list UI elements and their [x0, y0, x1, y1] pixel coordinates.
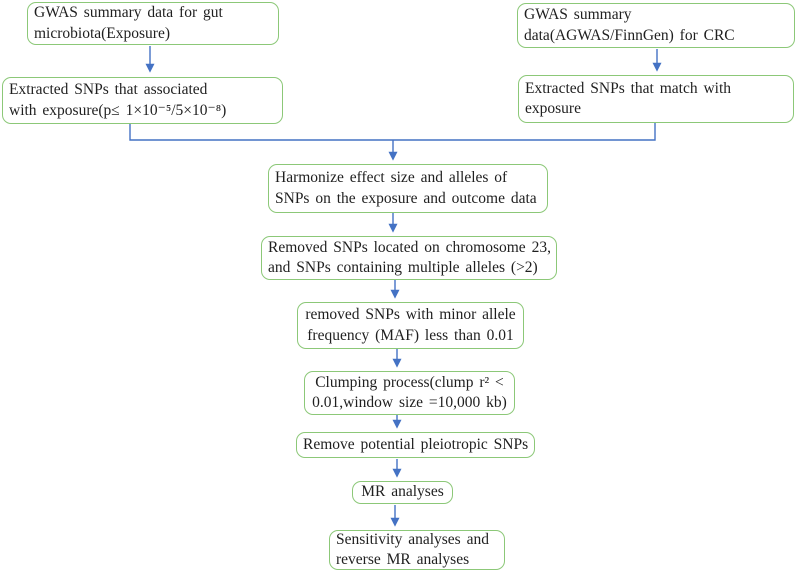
node-clumping: Clumping process(clump r² < 0.01,window … [304, 371, 515, 415]
node-gwas-outcome: GWAS summary data(AGWAS/FinnGen) for CRC [517, 3, 795, 48]
node-gwas-exposure: GWAS summary data for gut microbiota(Exp… [27, 2, 279, 45]
node-sensitivity: Sensitivity analyses and reverse MR anal… [329, 530, 505, 570]
node-extract-exposure-snps: Extracted SNPs that associated with expo… [2, 77, 283, 124]
node-remove-pleiotropic: Remove potential pleiotropic SNPs [296, 432, 535, 458]
connector-merge-elbow [129, 122, 656, 141]
node-remove-maf: removed SNPs with minor allele frequency… [297, 302, 524, 349]
node-mr-analyses: MR analyses [352, 481, 453, 504]
node-harmonize: Harmonize effect size and alleles of SNP… [268, 164, 548, 213]
node-remove-chr23: Removed SNPs located on chromosome 23, a… [261, 236, 557, 280]
node-extract-outcome-snps: Extracted SNPs that match with exposure [518, 75, 794, 123]
